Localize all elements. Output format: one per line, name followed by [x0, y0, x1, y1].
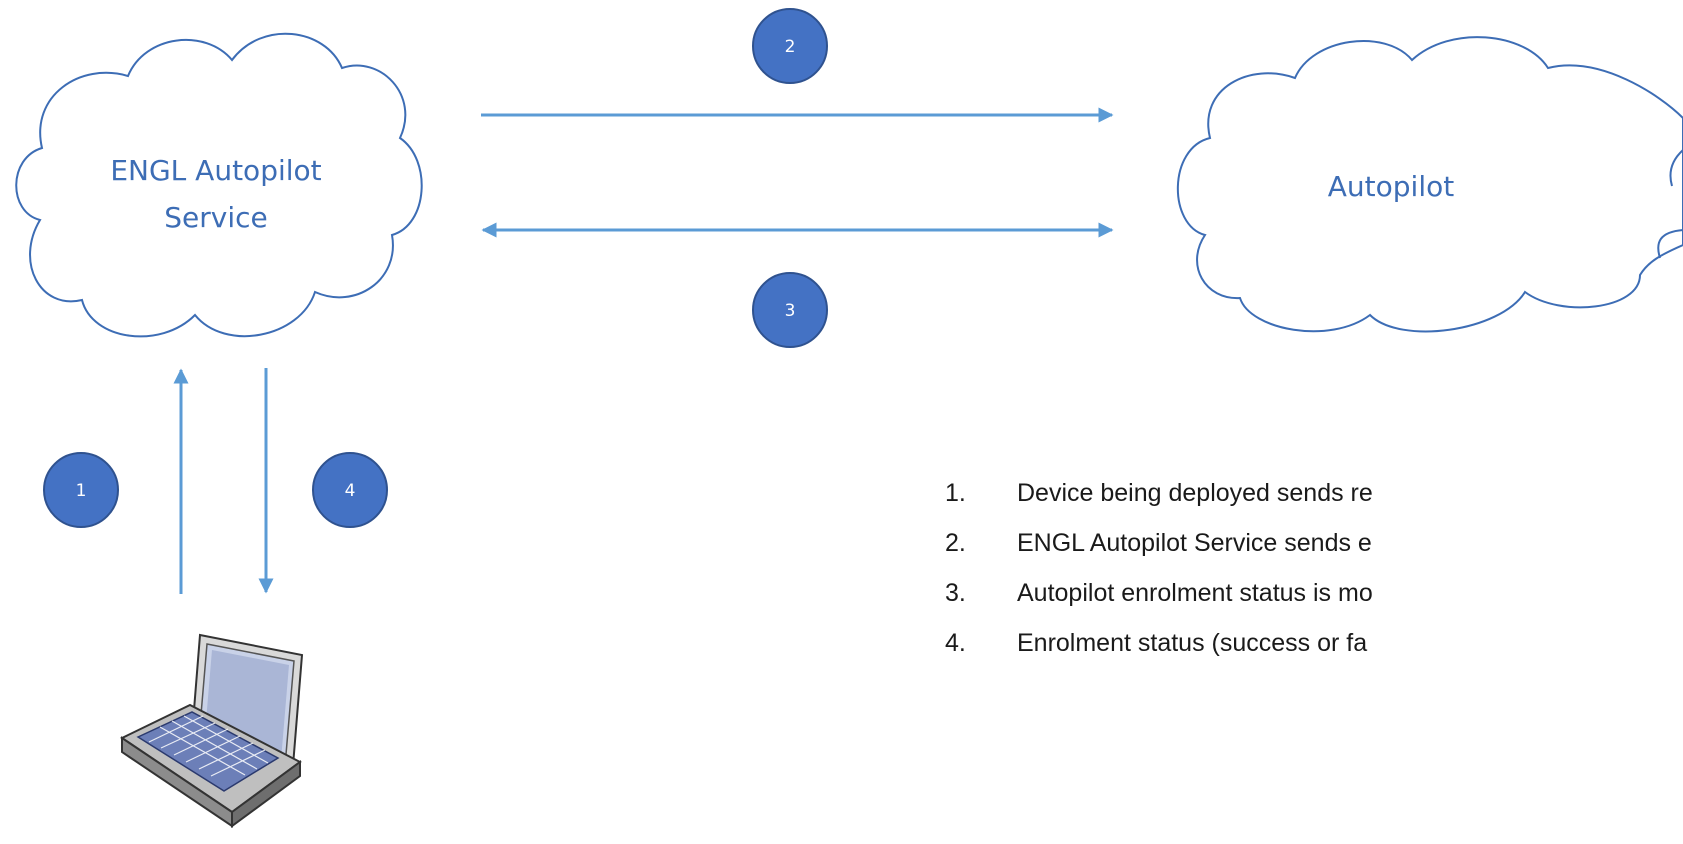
- step-text: Device being deployed sends re: [1017, 479, 1373, 507]
- badge-2-number: 2: [785, 37, 796, 57]
- step-number: 1.: [945, 479, 966, 507]
- step-description-list: 1. Device being deployed sends re 2. ENGL …: [945, 468, 1373, 668]
- cloud-bump-detail: [1657, 149, 1683, 259]
- cloud-shape: [1176, 36, 1683, 333]
- autopilot-cloud: Autopilot: [1176, 36, 1683, 333]
- service-cloud-label-line1: ENGL Autopilot: [110, 154, 321, 187]
- step-item: 1. Device being deployed sends re: [945, 468, 1373, 518]
- step-number: 4.: [945, 629, 966, 657]
- step-text: Enrolment status (success or fa: [1017, 629, 1368, 657]
- badge-4: 4: [312, 452, 388, 528]
- autopilot-cloud-label: Autopilot: [1328, 170, 1454, 203]
- badge-3-number: 3: [785, 301, 796, 321]
- step-item: 4. Enrolment status (success or fa: [945, 618, 1373, 668]
- step-number: 3.: [945, 579, 966, 607]
- badge-3: 3: [752, 272, 828, 348]
- laptop-icon: [119, 633, 304, 828]
- step-text: Autopilot enrolment status is mo: [1017, 579, 1373, 607]
- cloud-shape: [15, 32, 423, 338]
- step-number: 2.: [945, 529, 966, 557]
- step-item: 3. Autopilot enrolment status is mo: [945, 568, 1373, 618]
- service-cloud-label-line2: Service: [164, 201, 267, 234]
- badge-1-number: 1: [76, 481, 87, 501]
- step-item: 2. ENGL Autopilot Service sends e: [945, 518, 1373, 568]
- step-text: ENGL Autopilot Service sends e: [1017, 529, 1372, 557]
- engl-autopilot-service-cloud: ENGL Autopilot Service: [15, 32, 423, 338]
- badge-1: 1: [43, 452, 119, 528]
- badge-4-number: 4: [345, 481, 356, 501]
- badge-2: 2: [752, 8, 828, 84]
